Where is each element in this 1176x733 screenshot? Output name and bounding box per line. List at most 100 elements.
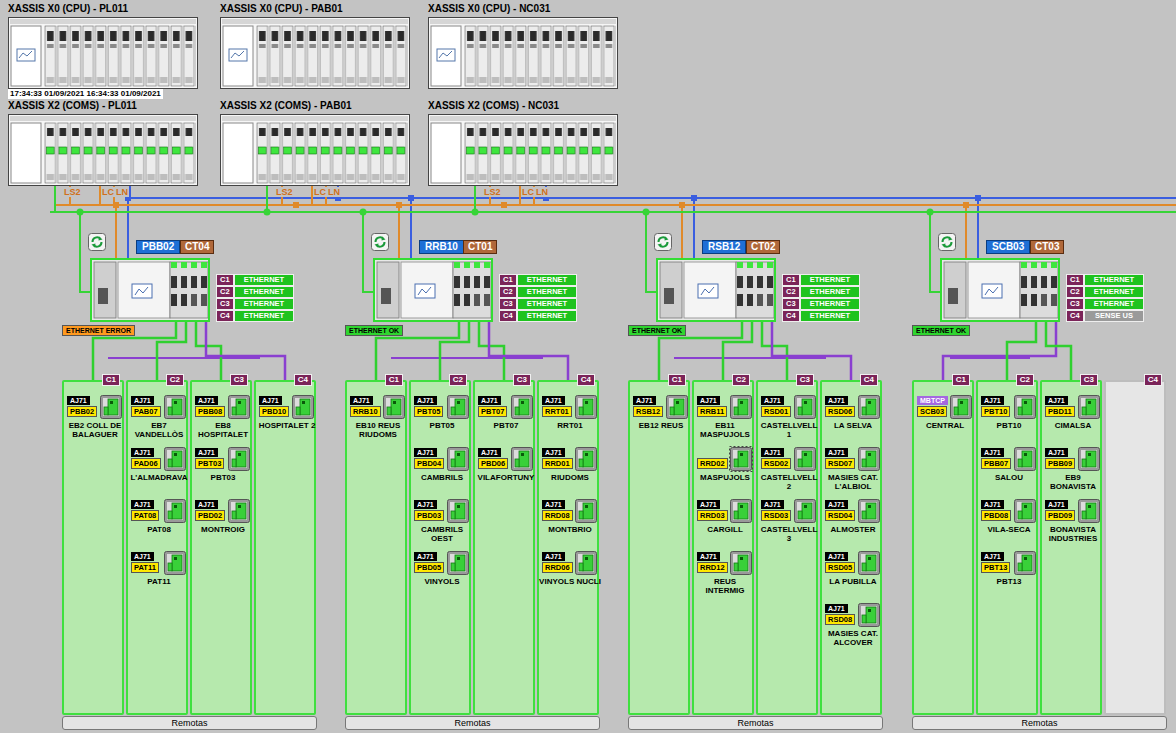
station-code: PAT11 bbox=[131, 562, 159, 573]
protocol-tag: AJ71 bbox=[981, 448, 1004, 457]
station-name: EB7 VANDELLÒS bbox=[128, 421, 190, 439]
remote-icon bbox=[227, 394, 251, 420]
remote-icon bbox=[729, 394, 753, 420]
station-code: PBD02 bbox=[195, 510, 225, 521]
cable bbox=[772, 322, 851, 380]
protocol-tag: AJ71 bbox=[1045, 396, 1068, 405]
station-name: LA SELVA bbox=[822, 421, 884, 430]
protocol-tag: AJ71 bbox=[825, 396, 848, 405]
channel-column: C3AJ71RSD01CASTELLVELL 1AJ71RSD02CASTELL… bbox=[756, 380, 818, 715]
protocol-tag: AJ71 bbox=[981, 500, 1004, 509]
remote-icon bbox=[227, 498, 251, 524]
station-name: L'ALMADRAVA bbox=[128, 473, 190, 482]
protocol-tag: AJ71 bbox=[697, 396, 720, 405]
protocol-tag: AJ71 bbox=[414, 396, 437, 405]
channel-column: C4AJ71RSD06LA SELVAAJ71RSD07MASIES CAT. … bbox=[820, 380, 882, 715]
station-name: BONAVISTA INDUSTRIES bbox=[1042, 525, 1104, 543]
station-code: SCB03 bbox=[917, 406, 947, 417]
remote-icon bbox=[793, 446, 817, 472]
channel-state: ETHERNET bbox=[517, 310, 577, 322]
remote-station: AJ71RSD08MASIES CAT. ALCOVER bbox=[822, 604, 884, 654]
protocol-tag: AJ71 bbox=[633, 396, 656, 405]
station-code: RRD08 bbox=[542, 510, 573, 521]
remote-station: AJ71PBB09EB9 BONAVISTA bbox=[1042, 448, 1104, 498]
channel-name: C4 bbox=[216, 310, 234, 322]
column-header: C4 bbox=[860, 374, 878, 386]
channel-column: C3AJ71PBB08EB8 HOSPITALETAJ71PBT03PBT03A… bbox=[190, 380, 252, 715]
protocol-tag: AJ71 bbox=[478, 448, 501, 457]
protocol-tag: AJ71 bbox=[542, 448, 565, 457]
station-code: PBD08 bbox=[981, 510, 1011, 521]
remote-icon bbox=[163, 498, 187, 524]
protocol-tag: AJ71 bbox=[825, 500, 848, 509]
remote-station: MBTCPSCB03CENTRAL bbox=[914, 396, 976, 446]
bus-label: LN bbox=[327, 187, 341, 197]
channel-name: C3 bbox=[499, 298, 517, 310]
station-name: EB2 COLL DE BALAGUER bbox=[64, 421, 126, 439]
gateway-name: PBB02 bbox=[136, 240, 180, 254]
protocol-tag: AJ71 bbox=[697, 552, 720, 561]
column-header: C4 bbox=[294, 374, 312, 386]
chassis-title: XASSIS X0 (CPU) - NC031 bbox=[428, 3, 550, 15]
station-code: RRD03 bbox=[697, 510, 728, 521]
remotes-bar: Remotas bbox=[628, 716, 883, 730]
remote-station: AJ71PBD10HOSPITALET 2 bbox=[256, 396, 318, 446]
plc-chassis: XASSIS X2 (COMS) - PL011 bbox=[8, 114, 198, 186]
chassis-title: XASSIS X2 (COMS) - PAB01 bbox=[220, 100, 352, 112]
remotes-label: Remotas bbox=[346, 717, 599, 729]
remotes-bar: Remotas bbox=[62, 716, 317, 730]
remote-icon bbox=[446, 394, 470, 420]
channel-name: C2 bbox=[216, 286, 234, 298]
channel-name: C1 bbox=[1066, 274, 1084, 286]
column-header: C1 bbox=[952, 374, 970, 386]
remote-station: AJ71PBB08EB8 HOSPITALET bbox=[192, 396, 254, 446]
remote-icon bbox=[1077, 498, 1101, 524]
plc-chassis: XASSIS X0 (CPU) - NC031 bbox=[428, 17, 618, 89]
column-header: C3 bbox=[796, 374, 814, 386]
remote-icon bbox=[291, 394, 315, 420]
station-code: PBD10 bbox=[259, 406, 289, 417]
station-code: RSD06 bbox=[825, 406, 855, 417]
station-name: RRT01 bbox=[539, 421, 601, 430]
remote-icon bbox=[227, 446, 251, 472]
station-code: RRD06 bbox=[542, 562, 573, 573]
ethernet-status: ETHERNET OK bbox=[345, 325, 403, 336]
gateway-name: RSB12 bbox=[702, 240, 746, 254]
station-code: PBD09 bbox=[1045, 510, 1075, 521]
channel-state: ETHERNET bbox=[800, 286, 860, 298]
protocol-tag: AJ71 bbox=[825, 448, 848, 457]
channel-state: ETHERNET bbox=[517, 286, 577, 298]
channel-column: C2AJ71PAB07EB7 VANDELLÒSAJ71PAD06L'ALMAD… bbox=[126, 380, 188, 715]
channel-state: ETHERNET bbox=[234, 286, 294, 298]
remote-icon bbox=[793, 394, 817, 420]
remote-icon bbox=[99, 394, 123, 420]
protocol-tag: AJ71 bbox=[414, 448, 437, 457]
station-code: PBB02 bbox=[67, 406, 97, 417]
remote-station: RRD02MASPUJOLS bbox=[694, 448, 756, 498]
column-header: C2 bbox=[166, 374, 184, 386]
remote-station: AJ71PBT05PBT05 bbox=[411, 396, 473, 446]
remote-station: AJ71RSD06 LA SELVA bbox=[822, 396, 884, 446]
remote-icon bbox=[729, 498, 753, 524]
column-header: C3 bbox=[230, 374, 248, 386]
timestamp: 17:34:33 01/09/2021 16:34:33 01/09/2021 bbox=[8, 89, 163, 99]
protocol-tag: AJ71 bbox=[1045, 500, 1068, 509]
channel-column: C2AJ71PBT10PBT10AJ71PBB07SALOUAJ71PBD08V… bbox=[976, 380, 1038, 715]
remote-icon bbox=[1013, 446, 1037, 472]
chassis-title: XASSIS X2 (COMS) - PL011 bbox=[8, 100, 137, 112]
station-name: VILAFORTUNY bbox=[475, 473, 537, 482]
cable bbox=[440, 322, 469, 380]
station-name: VILA-SECA bbox=[978, 525, 1040, 534]
channel-state: ETHERNET bbox=[1084, 286, 1144, 298]
protocol-tag: AJ71 bbox=[131, 396, 154, 405]
protocol-tag: AJ71 bbox=[195, 396, 218, 405]
remote-station: AJ71PBD05VINYOLS bbox=[411, 552, 473, 602]
station-name: MASIES CAT. ALCOVER bbox=[822, 629, 884, 647]
remote-station: AJ71PBT13PBT13 bbox=[978, 552, 1040, 602]
remote-icon bbox=[446, 550, 470, 576]
remote-station: AJ71PBD11CIMALSA bbox=[1042, 396, 1104, 446]
remote-station: AJ71PBD08VILA-SECA bbox=[978, 500, 1040, 550]
station-code: PBD11 bbox=[1045, 406, 1075, 417]
remote-station: AJ71RSB12EB12 REUS bbox=[630, 396, 692, 446]
station-name: HOSPITALET 2 bbox=[256, 421, 318, 430]
